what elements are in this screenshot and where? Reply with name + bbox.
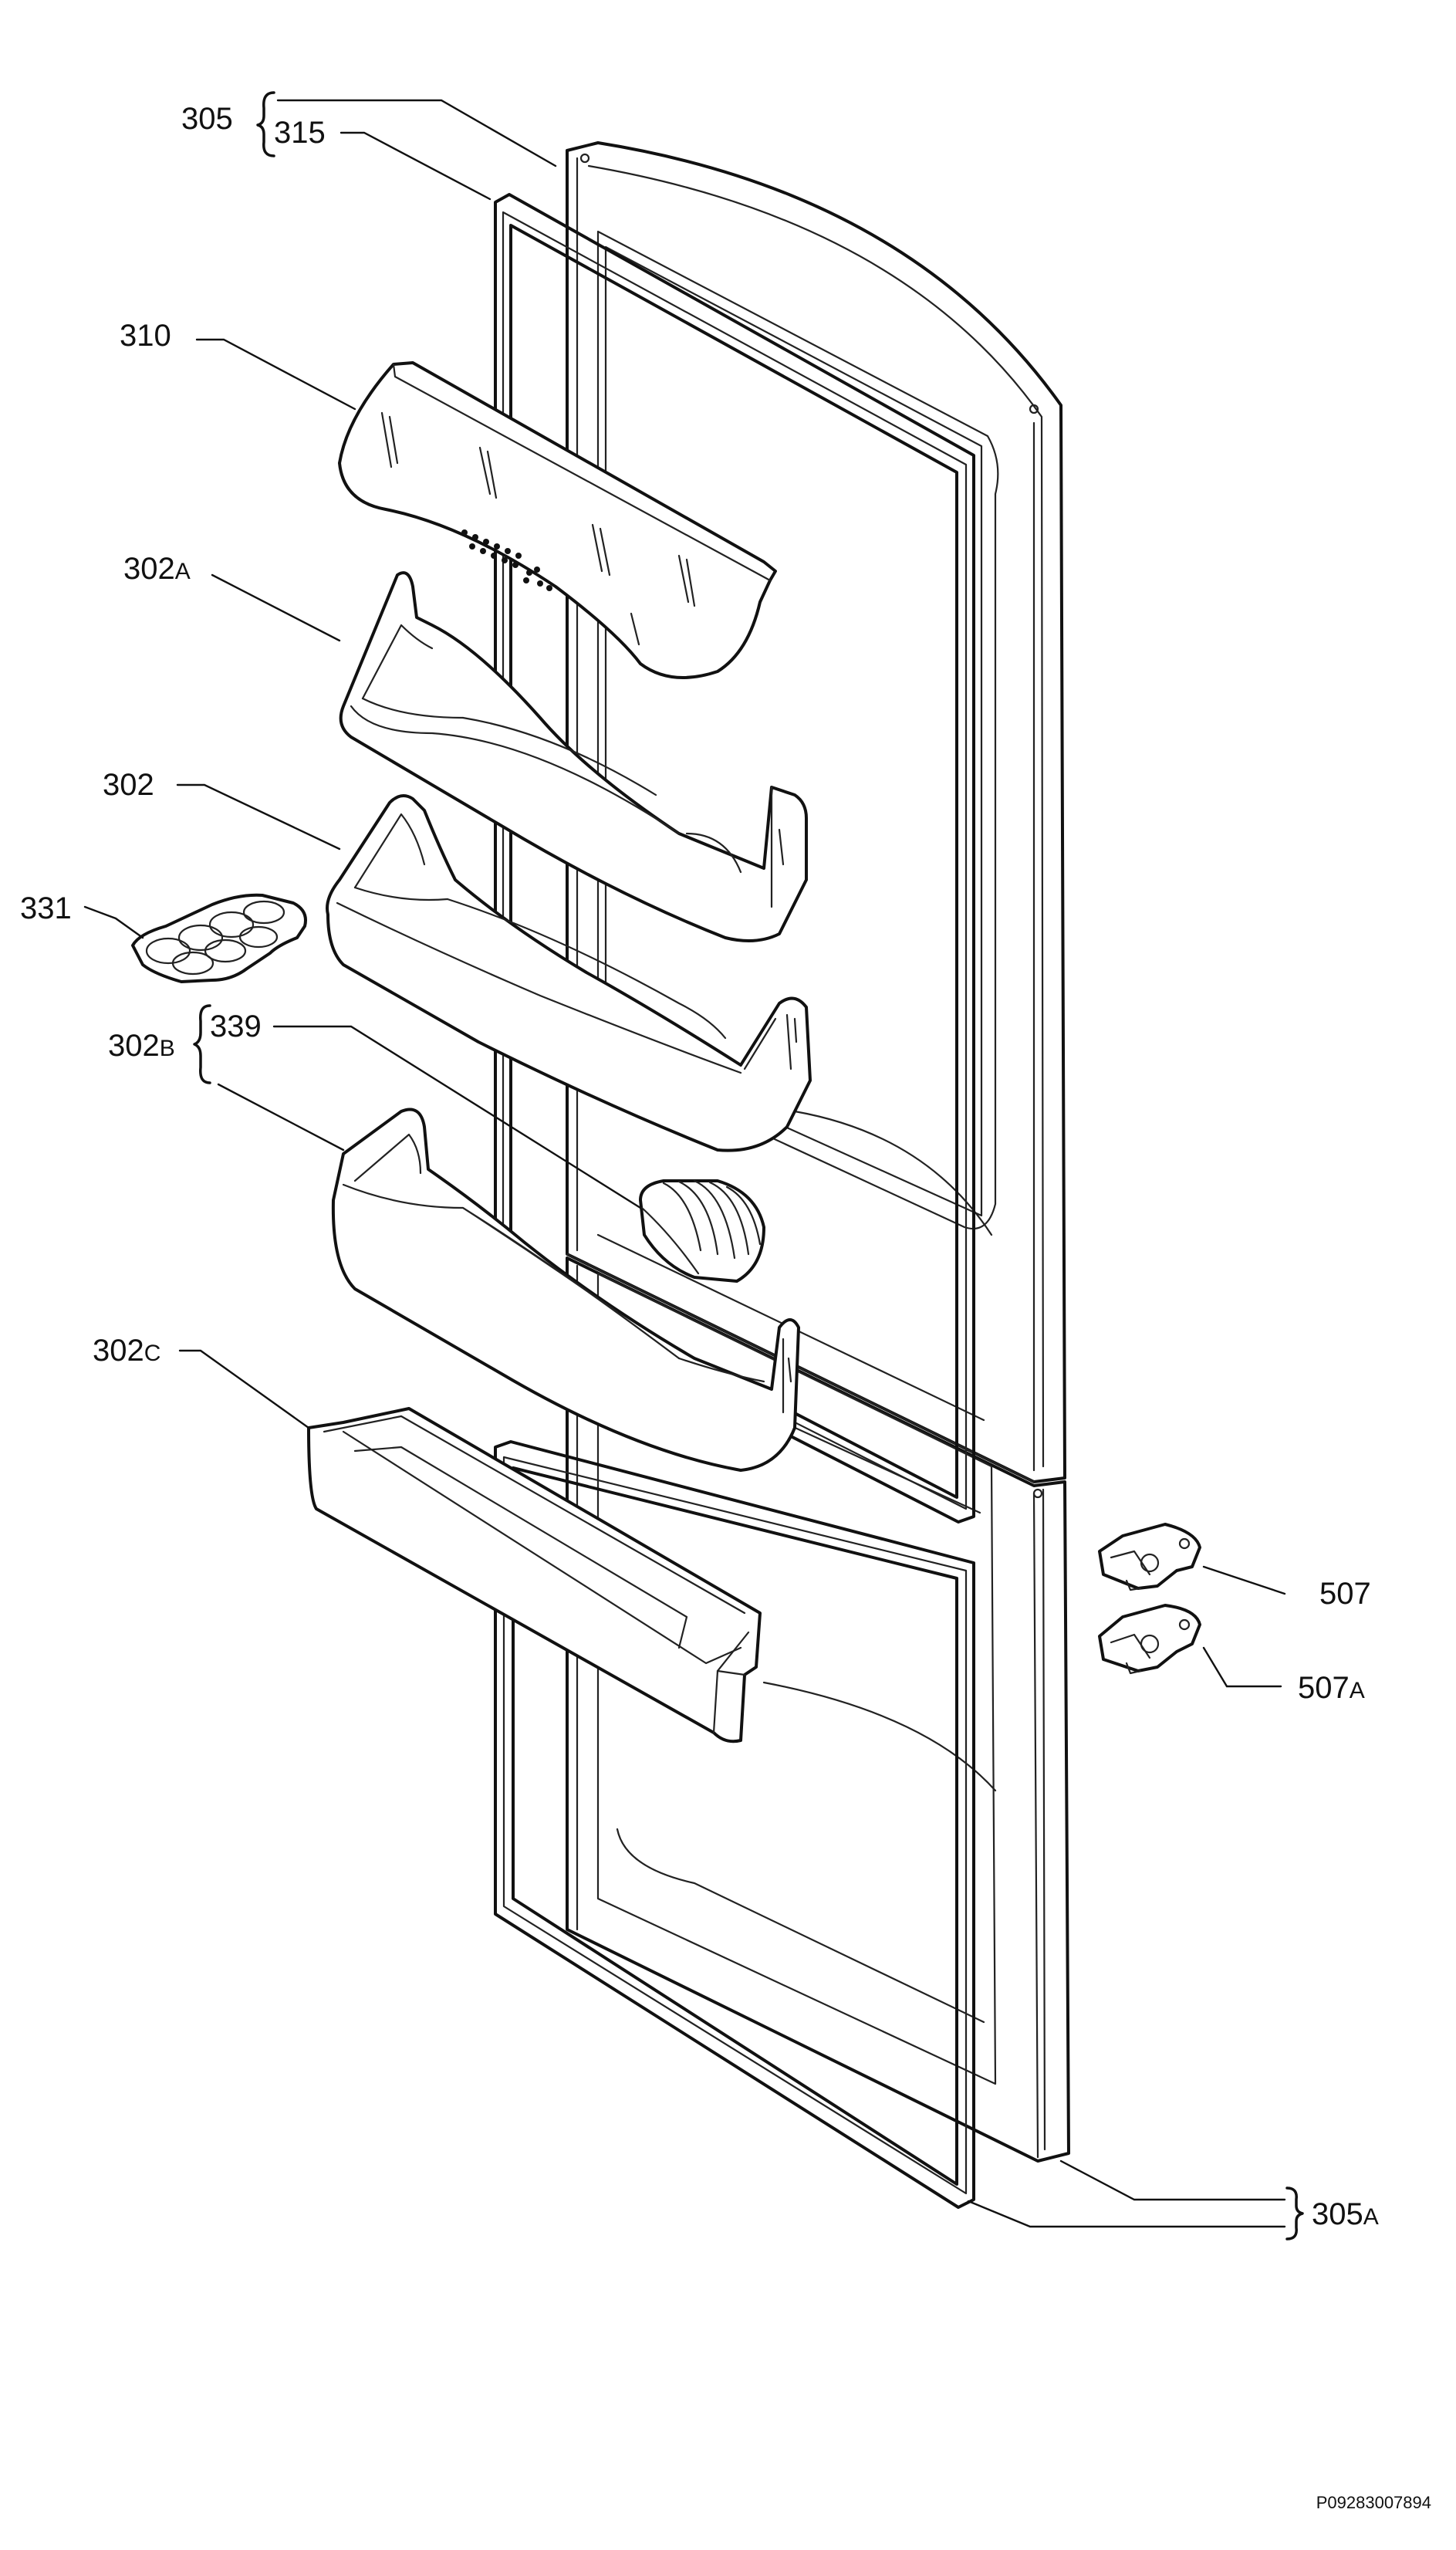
label-302b: 302B [108,1029,175,1063]
butter-dish [639,1179,765,1283]
dairy-compartment-lid [338,361,777,679]
label-305a: 305A [1312,2197,1379,2231]
drawing-code: P09283007894 [1316,2493,1431,2512]
label-507a: 507A [1298,1671,1365,1705]
part-labels: 305 315 310 302A 302 331 302B 339 302C 5… [20,102,1379,2231]
hinge-507 [1098,1523,1201,1591]
door-shelf-302b [331,1108,800,1472]
label-339: 339 [210,1010,262,1043]
label-315: 315 [274,116,326,150]
grouping-braces [193,91,1304,2241]
label-305: 305 [181,102,233,136]
label-302a: 302A [123,552,191,586]
label-331: 331 [20,891,72,925]
hinge-507a [1098,1604,1201,1675]
upper-door-panel [566,141,1066,1483]
leader-lines [83,99,1286,2228]
label-302: 302 [103,768,154,802]
door-shelf-302a [339,571,808,942]
egg-tray [131,893,307,983]
door-shelf-302 [326,794,812,1152]
bottle-shelf-302c [307,1407,762,1743]
label-507: 507 [1319,1577,1371,1611]
lid-vent-holes [461,529,552,591]
label-302c: 302C [93,1334,160,1368]
label-310: 310 [120,319,171,353]
lower-door-gasket [494,1440,975,2209]
